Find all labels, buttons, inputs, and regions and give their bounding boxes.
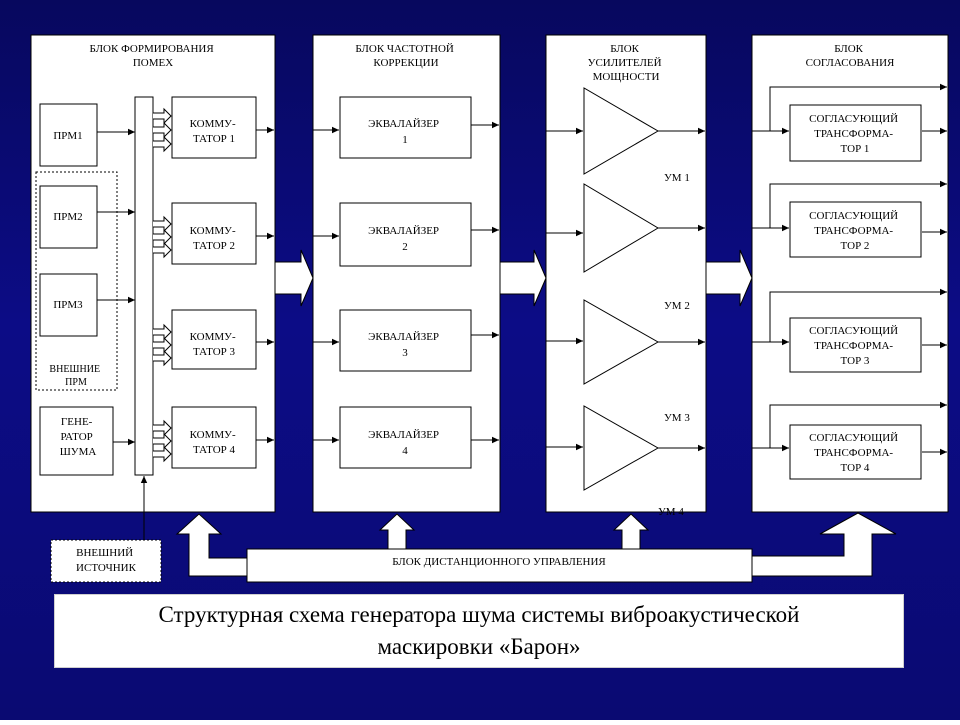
transformer-3-box [789, 317, 922, 373]
equalizer-input-arrows [313, 126, 339, 444]
transformer-3-label: СОГЛАСУЮЩИЙ ТРАНСФОРМА- ТОР 3 [809, 325, 901, 367]
amplifier-4-label: УМ 4 [658, 506, 684, 518]
transformer-1-box [789, 104, 922, 162]
switch-2-box [171, 202, 257, 265]
matching-routing-lines [752, 83, 947, 456]
receiver-1-label: ПРМ1 [53, 130, 82, 142]
receiver-1-box [39, 103, 98, 167]
control-arrow-to-matching [751, 512, 897, 577]
amplifier-2-triangle [583, 183, 659, 273]
equalizer-1-box [339, 96, 472, 159]
transformer-4-label: СОГЛАСУЮЩИЙ ТРАНСФОРМА- ТОР 4 [809, 432, 901, 474]
equalizer-3-label: ЭКВАЛАЙЗЕР 3 [368, 331, 442, 359]
external-source-label: ВНЕШНИЙ ИСТОЧНИК [76, 547, 137, 574]
control-arrow-to-amplifiers [612, 513, 650, 550]
amplifier-output-arrows [658, 127, 705, 452]
external-receivers-label: ВНЕШНИЕ ПРМ [49, 364, 102, 388]
switch-4-label: КОММУ- ТАТОР 4 [190, 429, 239, 456]
receiver-3-box [39, 273, 98, 337]
transformer-2-label: СОГЛАСУЮЩИЙ ТРАНСФОРМА- ТОР 2 [809, 210, 901, 252]
caption-line-1: Структурная схема генератора шума систем… [158, 602, 800, 627]
amplifier-4-triangle [583, 405, 660, 491]
receiver-2-label: ПРМ2 [53, 211, 82, 223]
external-source-box [50, 539, 162, 583]
switch-1-label: КОММУ- ТАТОР 1 [190, 118, 239, 145]
switch-3-box [171, 309, 257, 370]
equalizer-3-box [339, 309, 472, 372]
amplifier-1-triangle [583, 87, 659, 175]
transformer-1-label: СОГЛАСУЮЩИЙ ТРАНСФОРМА- ТОР 1 [809, 113, 901, 155]
switch-2-label: КОММУ- ТАТОР 2 [190, 225, 239, 252]
interference-block-title: БЛОК ФОРМИРОВАНИЯ ПОМЕХ [90, 43, 217, 69]
equalizer-2-box [339, 202, 472, 267]
block-arrow-interference-to-correction [274, 249, 314, 307]
block-arrow-amplifiers-to-matching [705, 249, 753, 307]
noise-generator-box [39, 406, 114, 476]
remote-control-label: БЛОК ДИСТАНЦИОННОГО УПРАВЛЕНИЯ [392, 556, 606, 568]
bus-to-switch-arrows [153, 107, 172, 463]
switch-4-box [171, 406, 257, 469]
freq-correction-block-title: БЛОК ЧАСТОТНОЙ КОРРЕКЦИИ [355, 43, 456, 69]
remote-control-box [246, 548, 753, 583]
amplifier-block-title: БЛОК УСИЛИТЕЛЕЙ МОЩНОСТИ [588, 43, 665, 83]
receiver-2-box [39, 185, 98, 249]
transformer-4-box [789, 424, 922, 480]
block-arrow-correction-to-amplifiers [499, 249, 547, 307]
switch-output-arrows [256, 126, 274, 444]
control-arrow-to-interference [175, 513, 249, 577]
transformer-2-box [789, 201, 922, 258]
switch-1-box [171, 96, 257, 159]
control-arrow-to-correction [378, 513, 416, 550]
equalizer-1-label: ЭКВАЛАЙЗЕР 1 [368, 118, 442, 146]
noise-generator-label: ГЕНЕ- РАТОР ШУМА [60, 416, 97, 458]
amplifier-input-arrows [546, 127, 583, 451]
equalizer-output-arrows [471, 121, 499, 444]
matching-block-title: БЛОК СОГЛАСОВАНИЯ [806, 43, 895, 69]
external-receivers-group [35, 171, 118, 391]
amplifier-3-label: УМ 3 [664, 412, 690, 424]
amplifier-2-label: УМ 2 [664, 300, 690, 312]
signal-bus [134, 96, 154, 476]
caption-line-2: маскировки «Барон» [377, 634, 581, 659]
slide-caption: Структурная схема генератора шума систем… [54, 594, 904, 668]
equalizer-4-box [339, 406, 472, 469]
equalizer-4-label: ЭКВАЛАЙЗЕР 4 [368, 429, 442, 457]
amplifier-1-label: УМ 1 [664, 172, 690, 184]
receiver-to-bus-arrows [97, 128, 135, 446]
amplifier-3-triangle [583, 299, 660, 385]
equalizer-2-label: ЭКВАЛАЙЗЕР 2 [368, 225, 442, 253]
receiver-3-label: ПРМ3 [53, 299, 83, 311]
switch-3-label: КОММУ- ТАТОР 3 [190, 331, 239, 358]
